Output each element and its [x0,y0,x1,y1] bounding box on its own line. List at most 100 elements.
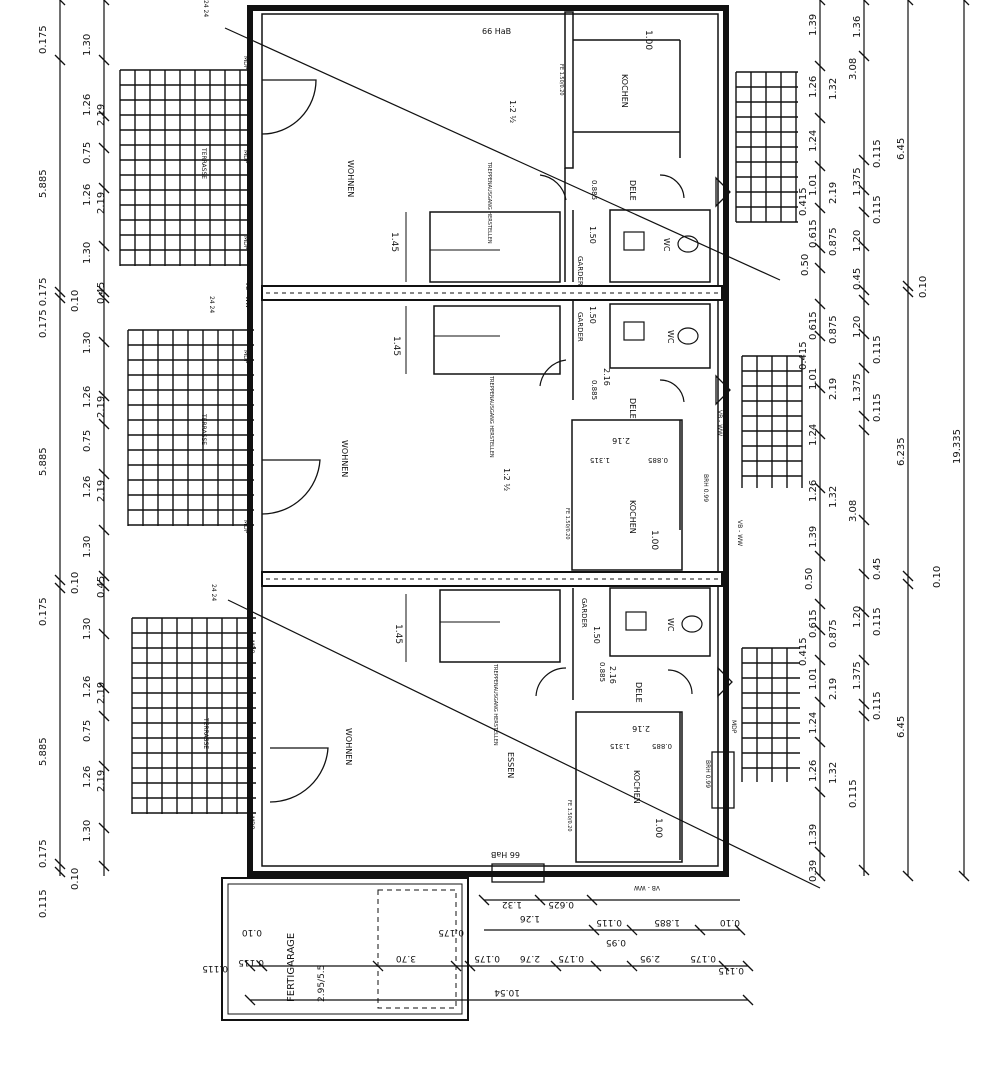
dim-r1-8: 1.24 [808,130,819,152]
vb-ww-2: VB - WW [716,410,723,436]
label-hall-2: DELE [628,398,637,419]
fe-2: FE 1.50/0.20 [564,508,570,540]
dim-0885-1: 0.885 [590,180,598,200]
dim-left-219-c: 2.19 [96,396,107,418]
label-kitchen-2: KOCHEN [628,500,637,534]
label-wardrobe-2: GARDER [576,312,584,342]
dim-r2-0: 1.32 [828,78,839,100]
dim-b3-6: 2.95 [640,953,660,963]
unit-1 [261,11,731,283]
dim-b3-5: 0.95 [606,937,626,947]
dim-r3-9: 1.20 [852,606,863,628]
dim-r1-11: 0.50 [804,568,815,590]
dim-left-075-b: 0.75 [82,430,93,452]
label-wc-3: WC [666,618,675,632]
dimension-ticks [54,0,970,1006]
dim-left-0175-c: 0.175 [38,597,49,626]
label-kitchen-1: KOCHEN [620,74,629,108]
dim-r1-17: 0.39 [808,860,819,882]
dim-r5-0: 6.45 [896,138,907,160]
dim-r3-3: 1.20 [852,230,863,252]
left-dimensions: 0.175 5.885 0.175 0.175 5.885 0.175 5.88… [38,25,107,918]
terrace-grids [119,69,803,814]
dim-r3-6: 1.375 [852,373,863,402]
dim-left-126-d: 1.26 [82,476,93,498]
dim-left-0175-b: 0.175 0.175 [38,278,49,338]
dim-r5-3: 0.10 [932,566,943,588]
dim-216-2: 2.16 [608,666,617,684]
dim-left-010-c: 0.10 [70,868,81,890]
dim-216-1: 2.16 [602,368,611,386]
mdp-3: MDP [242,236,249,250]
dim-r4-5: 0.115 [848,779,859,808]
dim-g-1: 0.115 [202,963,228,973]
dim-0885-3: 0.885 [598,662,606,682]
dim-left-126-c: 1.26 [82,386,93,408]
mdp-1: MDP [242,56,249,70]
dim-left-045-b: 0.45 [96,576,107,598]
dim-b3-3: 2.76 [520,953,540,963]
dim-left-010-b: 0.10 [70,572,81,594]
dim-100-2: 1.00 [649,530,659,550]
dim-r1-16: 1.39 [808,824,819,846]
dim-1315-2: 1.315 [610,742,630,750]
dim-b3-7: 0.175 [690,953,716,963]
dim-150-2: 1.50 [588,306,597,324]
dimension-lines [59,0,965,1001]
dim-r2-6: 0.875 [828,619,839,648]
label-terrace-2: TERRASSE [200,413,207,445]
terrace-grid [127,329,254,526]
label-living-2: WOHNEN [340,440,349,477]
dim-b3-1: 3.70 [396,953,416,963]
dim-r1-10: 1.39 [808,14,819,36]
dim-r2-8: 1.32 [828,762,839,784]
dim-r2-4: 2.19 [828,378,839,400]
room-dimensions: 1.45 1.45 1.45 1.50 1.50 1.50 1.00 1.00 … [389,30,672,838]
dim-r4-1: 0.115 [872,195,883,224]
opening-labels: MDP MDP MDP MDP MDP MDP MDP MDP VB - WW … [202,0,743,891]
dim-left-126-e: 1.26 [82,676,93,698]
dim-left-219-b: 2.19 [96,192,107,214]
dim-r3-5: 1.20 [852,316,863,338]
label-kitchen-3: KOCHEN [632,770,641,804]
dim-left-126-b: 1.26 [82,184,93,206]
dim-100-1: 1.00 [643,30,653,50]
mdp-7: MDP [248,816,255,830]
dim-b2-1: 1.885 [654,917,680,927]
dim-b1-0: 1.32 [502,899,522,909]
dim-r4-4: 0.115 [872,607,883,636]
right-dimensions: 1.39 1.26 1.24 1.01 0.615 0.50 0.615 1.0… [798,14,963,882]
dim-b3-0: 0.175 [438,927,464,937]
terrace-grid [131,617,256,814]
dim-150-3: 1.50 [592,626,601,644]
dim-r3-10: 1.375 [852,661,863,690]
vb-ww-4: VB - WW [634,884,660,891]
dim-r5-1: 0.10 [918,276,929,298]
dim-left-0115: 0.115 [38,889,49,918]
dim-r2-2: 0.875 [828,227,839,256]
dim-r3-1: 0.115 [872,139,883,168]
dim-145-2: 1.45 [391,336,401,356]
brh-bottom: 66 HaB [491,850,520,859]
label-terrace-1: TERRASSE [200,147,207,179]
dim-b3-8: 0.115 [718,965,744,975]
dim-left-5885-a: 5.885 [38,169,49,198]
dim-r1-0: 1.39 [808,526,819,548]
dim-b1-2: 1.26 [520,913,540,923]
dim-left-5885-c: 5.885 [38,737,49,766]
dim-0885b-2: 0.885 [652,742,672,750]
dim-145-1: 1.45 [389,232,399,252]
dim-left-0175-d: 0.175 [38,839,49,868]
terrace-grid [741,647,800,782]
construction-lines [224,27,821,889]
dim-left-219-a: 2.19 [96,104,107,126]
dim-r4-2: 0.115 [872,335,883,364]
terrace-grid [119,69,250,266]
steps-3: 24 24 [210,584,217,601]
mdp-6: MDP [248,640,255,654]
dim-0885-2: 0.885 [590,380,598,400]
dim-r1-14: 1.24 [808,712,819,734]
dim-left-0175-a: 0.175 [38,25,49,54]
fe-3: FE 1.50/0.20 [566,800,572,832]
dim-left-126-f: 1.26 [82,766,93,788]
